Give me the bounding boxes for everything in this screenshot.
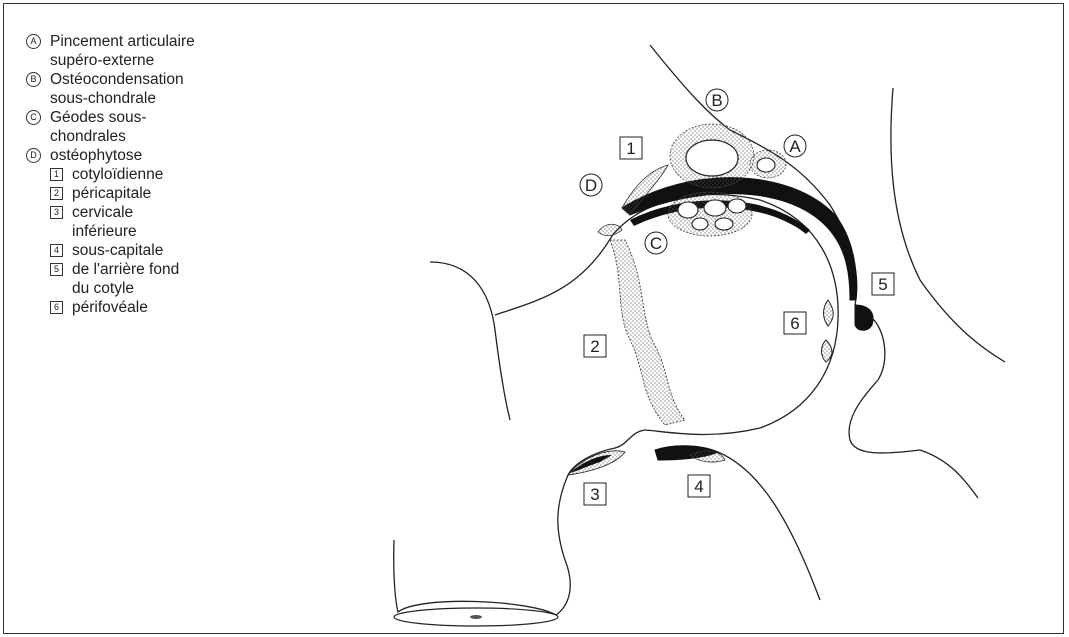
label-c: C: [645, 232, 667, 254]
label-d-text: D: [585, 176, 597, 195]
pelvic-wall-outline: [891, 88, 1005, 362]
perifoveal-osteophyte: [824, 300, 834, 326]
label-2-text: 2: [590, 337, 599, 356]
label-2: 2: [584, 335, 606, 357]
label-5: 5: [872, 273, 894, 295]
label-b-text: B: [711, 91, 722, 110]
subchondral-geodes-c: [668, 192, 752, 236]
obturator-outline: [495, 236, 612, 315]
label-4-text: 4: [694, 477, 703, 496]
osteophyte-d: [598, 224, 622, 235]
femoral-neck-lower: [718, 452, 820, 600]
label-b: B: [706, 89, 728, 111]
label-6: 6: [784, 312, 806, 334]
subchondral-cysts-b: [670, 124, 786, 188]
label-c-text: C: [650, 234, 662, 253]
label-5-text: 5: [878, 275, 887, 294]
pericapital-osteophyte: [610, 240, 685, 425]
label-4: 4: [688, 475, 710, 497]
label-d: D: [580, 174, 602, 196]
label-3: 3: [584, 483, 606, 505]
label-1-text: 1: [626, 139, 635, 158]
label-1: 1: [620, 137, 642, 159]
teardrop-outline: [849, 318, 920, 453]
label-a: A: [784, 135, 806, 157]
acetabular-fossa-osteophyte: [855, 305, 873, 330]
greater-trochanter-outline: [556, 475, 570, 615]
femoral-shaft-cut: [394, 540, 556, 615]
label-6-text: 6: [790, 314, 799, 333]
medullary-canal: [470, 615, 482, 619]
pubis-outline: [430, 262, 510, 420]
label-a-text: A: [789, 137, 801, 156]
label-3-text: 3: [590, 485, 599, 504]
ischium-outline: [920, 450, 978, 498]
